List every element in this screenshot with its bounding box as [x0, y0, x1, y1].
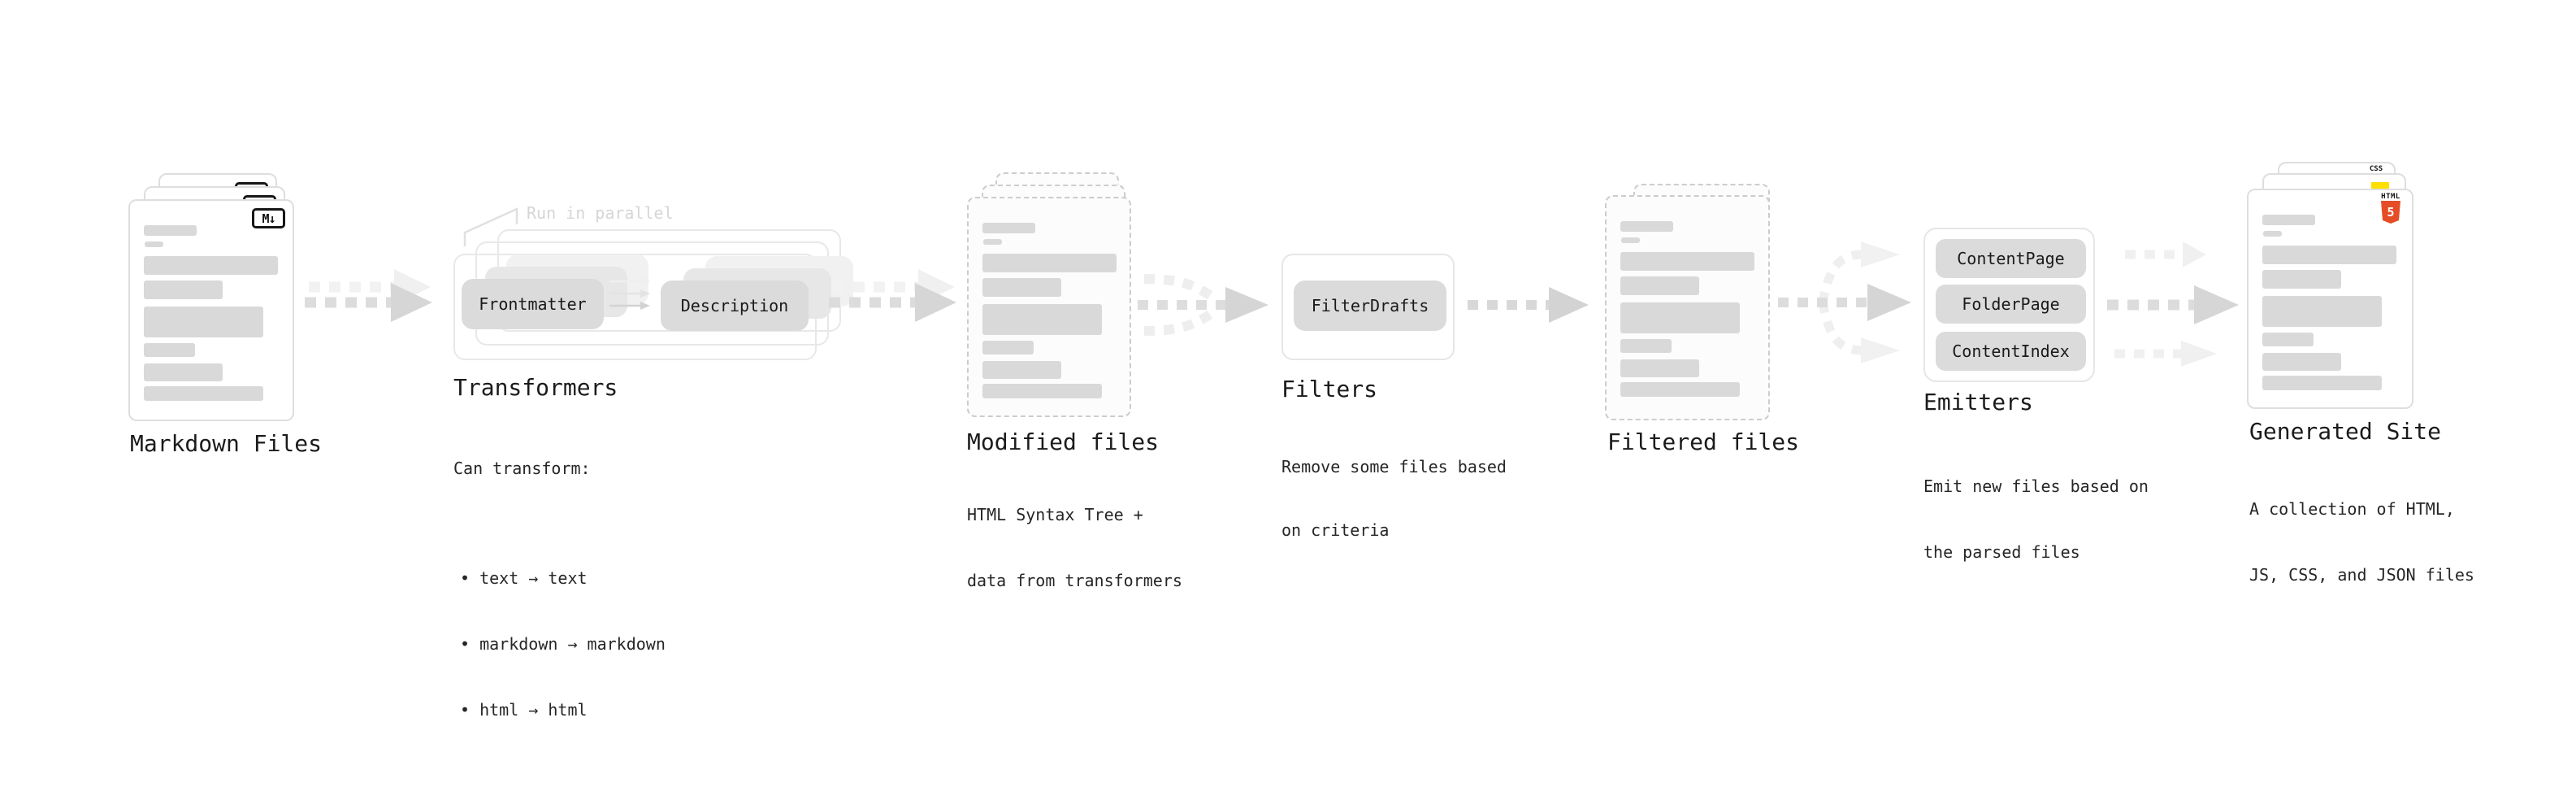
content-placeholder-bar — [1620, 276, 1699, 295]
filtered-files-label: Filtered files — [1607, 428, 1800, 455]
bullet-item: markdown → markdown — [460, 633, 666, 655]
emitters-description: Emit new files based on the parsed files — [1923, 432, 2149, 607]
transformers-description: Can transform: text → text markdown → ma… — [453, 414, 666, 809]
description-line: data from transformers — [967, 571, 1182, 590]
bullet-item: html → html — [460, 699, 666, 721]
content-placeholder-bar — [1621, 237, 1640, 243]
content-placeholder-bar — [982, 223, 1035, 233]
content-placeholder-bar — [982, 384, 1102, 398]
content-placeholder-bar — [2262, 215, 2315, 225]
transformers-subtitle: Can transform: — [453, 459, 591, 478]
flow-arrow-modified-to-filters — [1138, 274, 1268, 336]
emitters-label: Emitters — [1923, 389, 2033, 415]
generated-file-card-html: HTML 5 — [2247, 189, 2413, 409]
bullet-item: text → text — [460, 568, 666, 589]
filterdrafts-pill: FilterDrafts — [1294, 281, 1446, 331]
generated-site-stack: CSS HTML 5 — [2247, 162, 2458, 422]
description-pill: Description — [661, 281, 809, 331]
filters-description: Remove some files based on criteria — [1281, 414, 1507, 583]
content-placeholder-bar — [2262, 353, 2341, 371]
contentpage-pill: ContentPage — [1936, 239, 2086, 278]
generated-site-label: Generated Site — [2249, 418, 2442, 445]
flow-arrow-filters-to-filtered — [1468, 287, 1589, 323]
content-placeholder-bar — [1620, 302, 1740, 333]
content-placeholder-bar — [144, 343, 195, 357]
content-placeholder-bar — [2262, 246, 2396, 264]
description-line: HTML Syntax Tree + — [967, 505, 1143, 524]
content-placeholder-bar — [982, 254, 1117, 272]
content-placeholder-bar — [1620, 252, 1754, 271]
markdown-files-stack: M↓ M↓ M↓ — [128, 173, 340, 425]
filtered-files-stack — [1605, 184, 1816, 428]
content-placeholder-bar — [982, 341, 1034, 354]
modified-files-description: HTML Syntax Tree + data from transformer… — [967, 460, 1182, 636]
generated-site-description: A collection of HTML, JS, CSS, and JSON … — [2249, 455, 2474, 630]
flow-arrow-markdown-to-transformers — [305, 269, 432, 322]
content-placeholder-bar — [144, 281, 223, 299]
markdown-file-card-front: M↓ — [128, 199, 294, 421]
pipeline-diagram: M↓ M↓ M↓ Markdown Files Run in parallel … — [0, 0, 2576, 681]
content-placeholder-bar — [982, 278, 1061, 297]
content-placeholder-bar — [983, 239, 1002, 245]
content-placeholder-bar — [2262, 296, 2382, 327]
content-placeholder-bar — [1620, 359, 1699, 377]
content-placeholder-bar — [2262, 376, 2382, 390]
transformer-pill-arrows — [609, 277, 650, 310]
filters-label: Filters — [1281, 376, 1378, 402]
markdown-files-label: Markdown Files — [130, 430, 323, 457]
content-placeholder-bar — [145, 241, 163, 247]
run-in-parallel-annotation: Run in parallel — [527, 203, 674, 223]
description-line: JS, CSS, and JSON files — [2249, 565, 2474, 585]
content-placeholder-bar — [1620, 221, 1673, 232]
frontmatter-pill: Frontmatter — [462, 279, 604, 329]
markdown-icon: M↓ — [252, 208, 285, 228]
content-placeholder-bar — [2262, 270, 2341, 289]
flow-arrow-emitters-to-generated — [2107, 241, 2239, 367]
emitters-panel: ContentPage FolderPage ContentIndex — [1923, 228, 2095, 382]
filtered-file-card-front — [1605, 195, 1770, 420]
description-line: on criteria — [1281, 520, 1390, 540]
filters-panel: FilterDrafts — [1281, 254, 1455, 360]
description-line: Emit new files based on — [1923, 476, 2149, 496]
modified-files-label: Modified files — [967, 428, 1160, 455]
content-placeholder-bar — [982, 361, 1061, 379]
html5-icon: HTML 5 — [2379, 194, 2403, 224]
folderpage-pill: FolderPage — [1936, 285, 2086, 324]
html5-icon-text: HTML — [2381, 193, 2400, 201]
svg-text:5: 5 — [2387, 205, 2394, 220]
flow-arrow-transformers-to-modified — [829, 269, 956, 322]
content-placeholder-bar — [144, 307, 263, 337]
flow-arrow-filtered-to-emitters — [1778, 241, 1911, 363]
content-placeholder-bar — [982, 304, 1102, 335]
content-placeholder-bar — [2262, 333, 2314, 346]
modified-files-stack — [967, 172, 1178, 424]
description-line: Remove some files based — [1281, 457, 1507, 476]
modified-file-card-front — [967, 197, 1131, 417]
content-placeholder-bar — [144, 256, 278, 275]
contentindex-pill: ContentIndex — [1936, 332, 2086, 371]
content-placeholder-bar — [144, 386, 263, 401]
content-placeholder-bar — [1620, 339, 1672, 353]
content-placeholder-bar — [1620, 382, 1740, 397]
transformers-group: Frontmatter Description — [453, 229, 876, 368]
description-line: the parsed files — [1923, 542, 2080, 562]
content-placeholder-bar — [144, 225, 197, 236]
description-line: A collection of HTML, — [2249, 499, 2455, 519]
transformers-bullet-list: text → text markdown → markdown html → h… — [453, 524, 666, 765]
transformers-label: Transformers — [453, 374, 618, 401]
content-placeholder-bar — [2263, 231, 2282, 237]
run-in-parallel-leader-line — [463, 207, 518, 246]
html5-shield: 5 — [2381, 201, 2400, 224]
js-icon — [2371, 182, 2389, 191]
content-placeholder-bar — [144, 363, 223, 381]
css-icon-text: CSS — [2369, 165, 2383, 173]
